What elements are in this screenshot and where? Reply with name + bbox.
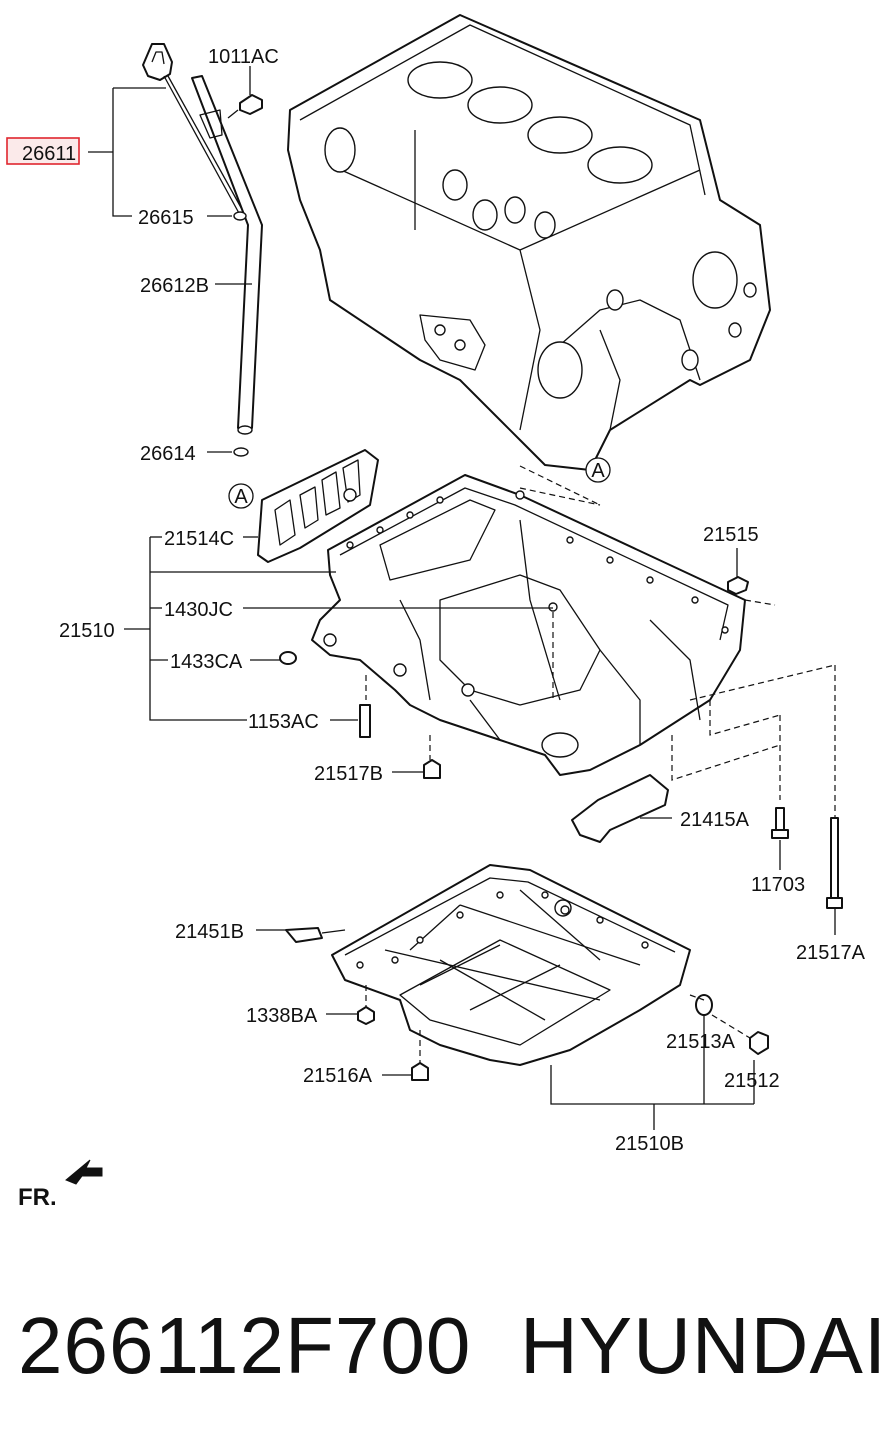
gasket-21513A <box>695 994 713 1016</box>
label-1433CA: 1433CA <box>170 651 243 673</box>
label-21515: 21515 <box>703 524 759 546</box>
upper-oil-pan <box>311 474 746 776</box>
label-11703: 11703 <box>751 874 805 896</box>
label-21513A: 21513A <box>666 1031 736 1053</box>
bolt-21517A <box>826 817 843 909</box>
front-label: FR. <box>18 1184 57 1211</box>
label-26615: 26615 <box>138 207 194 229</box>
highlight-box <box>6 137 80 165</box>
dipstick-assembly <box>142 43 263 457</box>
label-21510B: 21510B <box>615 1133 684 1155</box>
front-arrow-icon <box>65 1159 103 1185</box>
bolt-21516A <box>411 1062 429 1081</box>
label-21512: 21512 <box>724 1070 780 1092</box>
label-26611: 26611 <box>22 143 76 165</box>
label-21517B: 21517B <box>314 763 383 785</box>
bracket-21415A <box>571 774 669 843</box>
footer-part-number: 266112F700 <box>18 1301 472 1390</box>
baffle-plate <box>257 449 379 563</box>
label-26614: 26614 <box>140 443 196 465</box>
label-21516A: 21516A <box>303 1065 373 1087</box>
lower-oil-pan <box>331 864 691 1066</box>
ref-a-label-block: A <box>591 460 605 482</box>
engine-block <box>287 14 771 471</box>
bolt-21517B <box>423 759 441 779</box>
label-21415A: 21415A <box>680 809 750 831</box>
label-21517A: 21517A <box>796 942 866 964</box>
bolt-11703 <box>771 807 789 839</box>
stud-1153AC <box>359 704 371 738</box>
label-21451B: 21451B <box>175 921 244 943</box>
plug-1433CA <box>279 651 297 665</box>
footer-brand: HYUNDAI <box>520 1301 886 1390</box>
label-1430JC: 1430JC <box>164 599 233 621</box>
label-1011AC: 1011AC <box>208 46 279 68</box>
label-26612B: 26612B <box>140 275 209 297</box>
label-21514C: 21514C <box>164 528 234 550</box>
label-1153AC: 1153AC <box>248 711 319 733</box>
bolt-21515 <box>727 560 749 595</box>
label-1338BA: 1338BA <box>246 1005 318 1027</box>
ref-a-circle-block <box>585 457 611 483</box>
label-21510: 21510 <box>59 620 115 642</box>
drain-plug-21512 <box>749 1031 769 1055</box>
sensor-21451B <box>285 927 346 943</box>
ref-a-label-tube: A <box>234 486 248 508</box>
ref-a-circle-tube <box>228 483 254 509</box>
nut-1338BA <box>357 1006 375 1025</box>
